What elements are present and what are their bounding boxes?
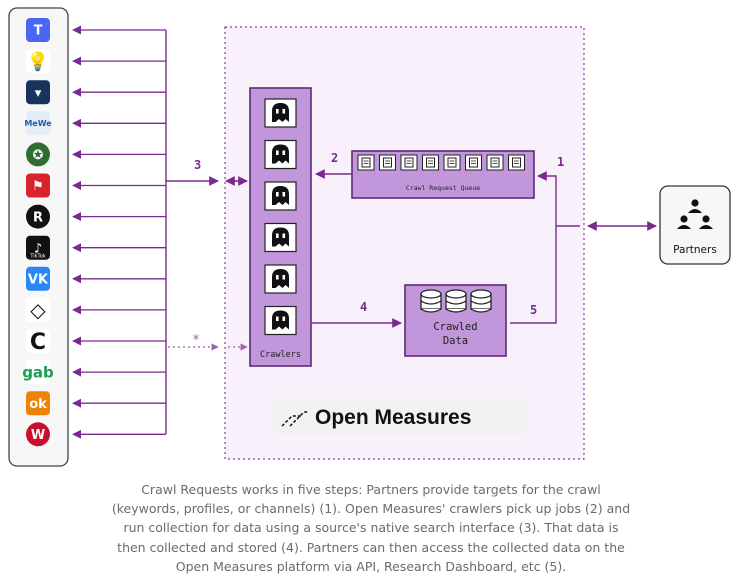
truth-social-icon: T	[26, 18, 50, 42]
platform-arrows	[72, 25, 166, 439]
crawler-ghost-icon	[264, 181, 297, 211]
gettr-bulb-icon: 💡	[26, 49, 50, 74]
queue-document-icon	[379, 154, 396, 171]
svg-text:💡: 💡	[27, 51, 49, 73]
svg-text:ok: ok	[29, 397, 47, 412]
crawled-data-label-2: Data	[443, 335, 468, 347]
rumble-icon: R	[26, 204, 50, 229]
svg-text:R: R	[33, 210, 43, 225]
tiktok-icon: ♪TikTok	[26, 235, 50, 260]
svg-text:▾: ▾	[35, 86, 42, 101]
queue-label: Crawl Request Queue	[406, 184, 480, 192]
open-measures-logo-icon	[281, 411, 308, 427]
queue-document-icon	[465, 154, 482, 171]
step-2-label: 2	[331, 151, 338, 165]
svg-text:W: W	[31, 428, 45, 443]
gab-icon: gab	[22, 360, 54, 385]
step-3-label: 3	[194, 158, 201, 172]
partners-people-icon	[677, 199, 713, 229]
queue-document-icon	[357, 154, 375, 171]
svg-text:✪: ✪	[33, 148, 44, 163]
bitchute-shield-icon: ▾	[26, 80, 50, 105]
svg-text:◇: ◇	[30, 298, 46, 322]
queue-document-icon	[508, 154, 525, 171]
svg-text:⚑: ⚑	[32, 179, 44, 194]
step-4-label: 4	[360, 300, 367, 314]
queue-items	[357, 154, 525, 171]
crawled-data-label-1: Crawled	[433, 321, 477, 333]
queue-document-icon	[486, 154, 504, 171]
crawler-ghost-icon	[264, 264, 297, 294]
queue-document-icon	[400, 154, 418, 171]
crawler-ghost-icon	[264, 222, 297, 253]
svg-text:C: C	[30, 330, 46, 355]
svg-text:♪: ♪	[34, 241, 42, 256]
svg-text:VK: VK	[28, 272, 49, 287]
asterisk-label: *	[192, 333, 200, 348]
queue-document-icon	[443, 154, 461, 171]
crawler-icons	[264, 98, 297, 336]
svg-text:gab: gab	[22, 364, 54, 382]
database-icon	[470, 289, 492, 313]
open-measures-logo-text: Open Measures	[315, 406, 471, 429]
svg-text:MeWe: MeWe	[24, 119, 52, 128]
crawler-ghost-icon	[264, 98, 297, 128]
patriots-win-icon: ✪	[26, 142, 50, 167]
arrow-1	[537, 171, 557, 226]
layers-icon: ◇	[26, 297, 50, 322]
queue-document-icon	[422, 154, 439, 171]
svg-text:T: T	[34, 24, 43, 39]
wimkin-icon: W	[26, 422, 50, 447]
step-5-label: 5	[530, 303, 537, 317]
partners-label: Partners	[673, 244, 717, 256]
crawler-ghost-icon	[264, 139, 297, 170]
partners-box	[659, 185, 731, 265]
minds-c-icon: C	[26, 329, 50, 355]
open-measures-logo-box	[274, 397, 527, 436]
crawlers-label: Crawlers	[260, 350, 301, 360]
arrow-5	[510, 226, 557, 324]
mewe-icon: MeWe	[24, 111, 52, 136]
step-1-label: 1	[557, 155, 564, 169]
tiktok-caption: TikTok	[29, 254, 45, 260]
database-icons	[420, 289, 492, 313]
database-icon	[420, 289, 442, 313]
odnoklassniki-icon: ok	[26, 391, 50, 416]
parler-icon: ⚑	[26, 173, 50, 198]
database-icon	[445, 289, 467, 313]
diagram-caption: Crawl Requests works in five steps: Part…	[111, 482, 631, 574]
crawler-ghost-icon	[264, 305, 297, 336]
vk-icon: VK	[26, 266, 50, 291]
